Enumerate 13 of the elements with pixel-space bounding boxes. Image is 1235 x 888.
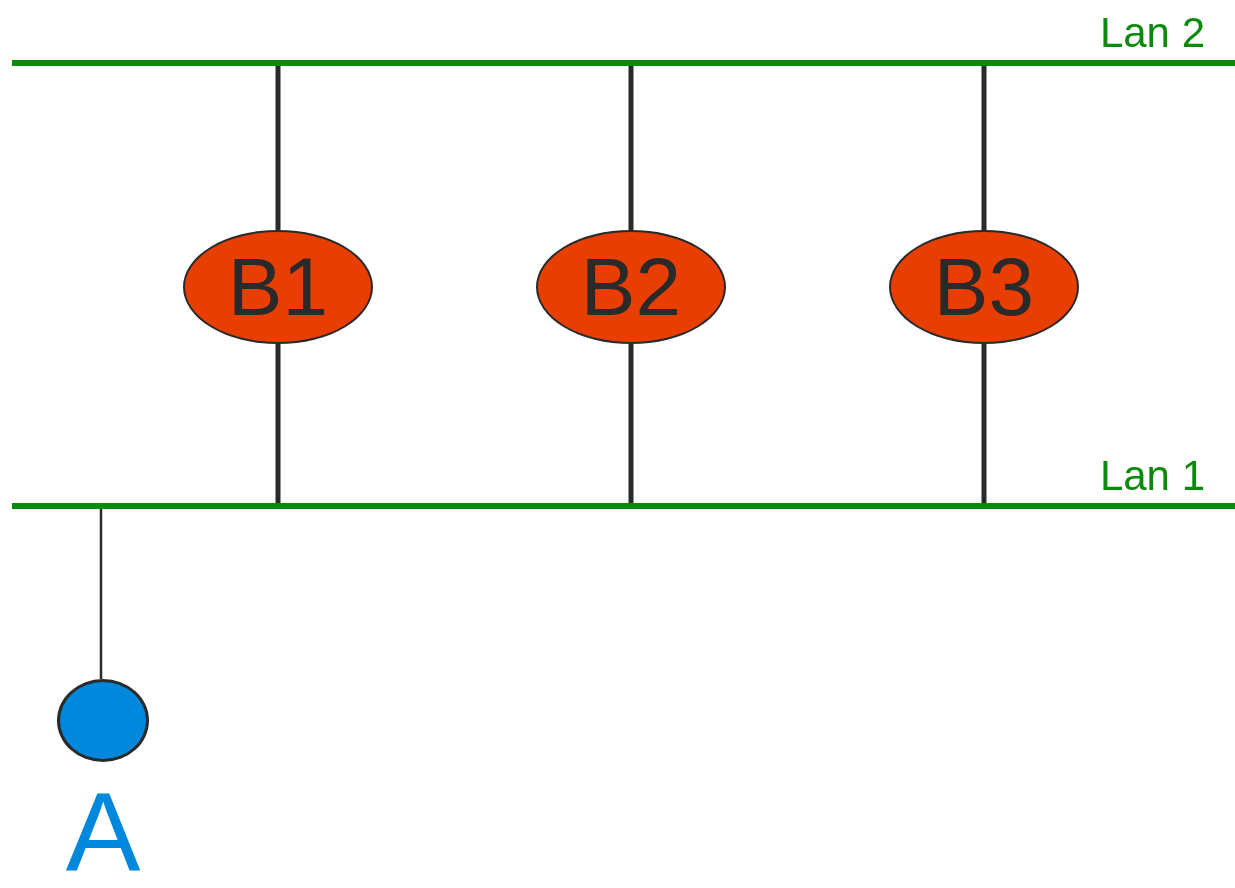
connector-line	[628, 344, 634, 503]
node-label: B1	[227, 246, 329, 328]
node-label: A	[65, 776, 141, 888]
connector-line	[99, 509, 103, 679]
node-label: B3	[933, 246, 1035, 328]
network-label: Lan 1	[1099, 455, 1205, 497]
network-label: Lan 2	[1099, 12, 1205, 54]
connector-line	[981, 66, 987, 230]
connector-line	[275, 344, 281, 503]
node-label: B2	[580, 246, 682, 328]
connector-line	[981, 344, 987, 503]
connector-line	[628, 66, 634, 230]
connector-line	[275, 66, 281, 230]
